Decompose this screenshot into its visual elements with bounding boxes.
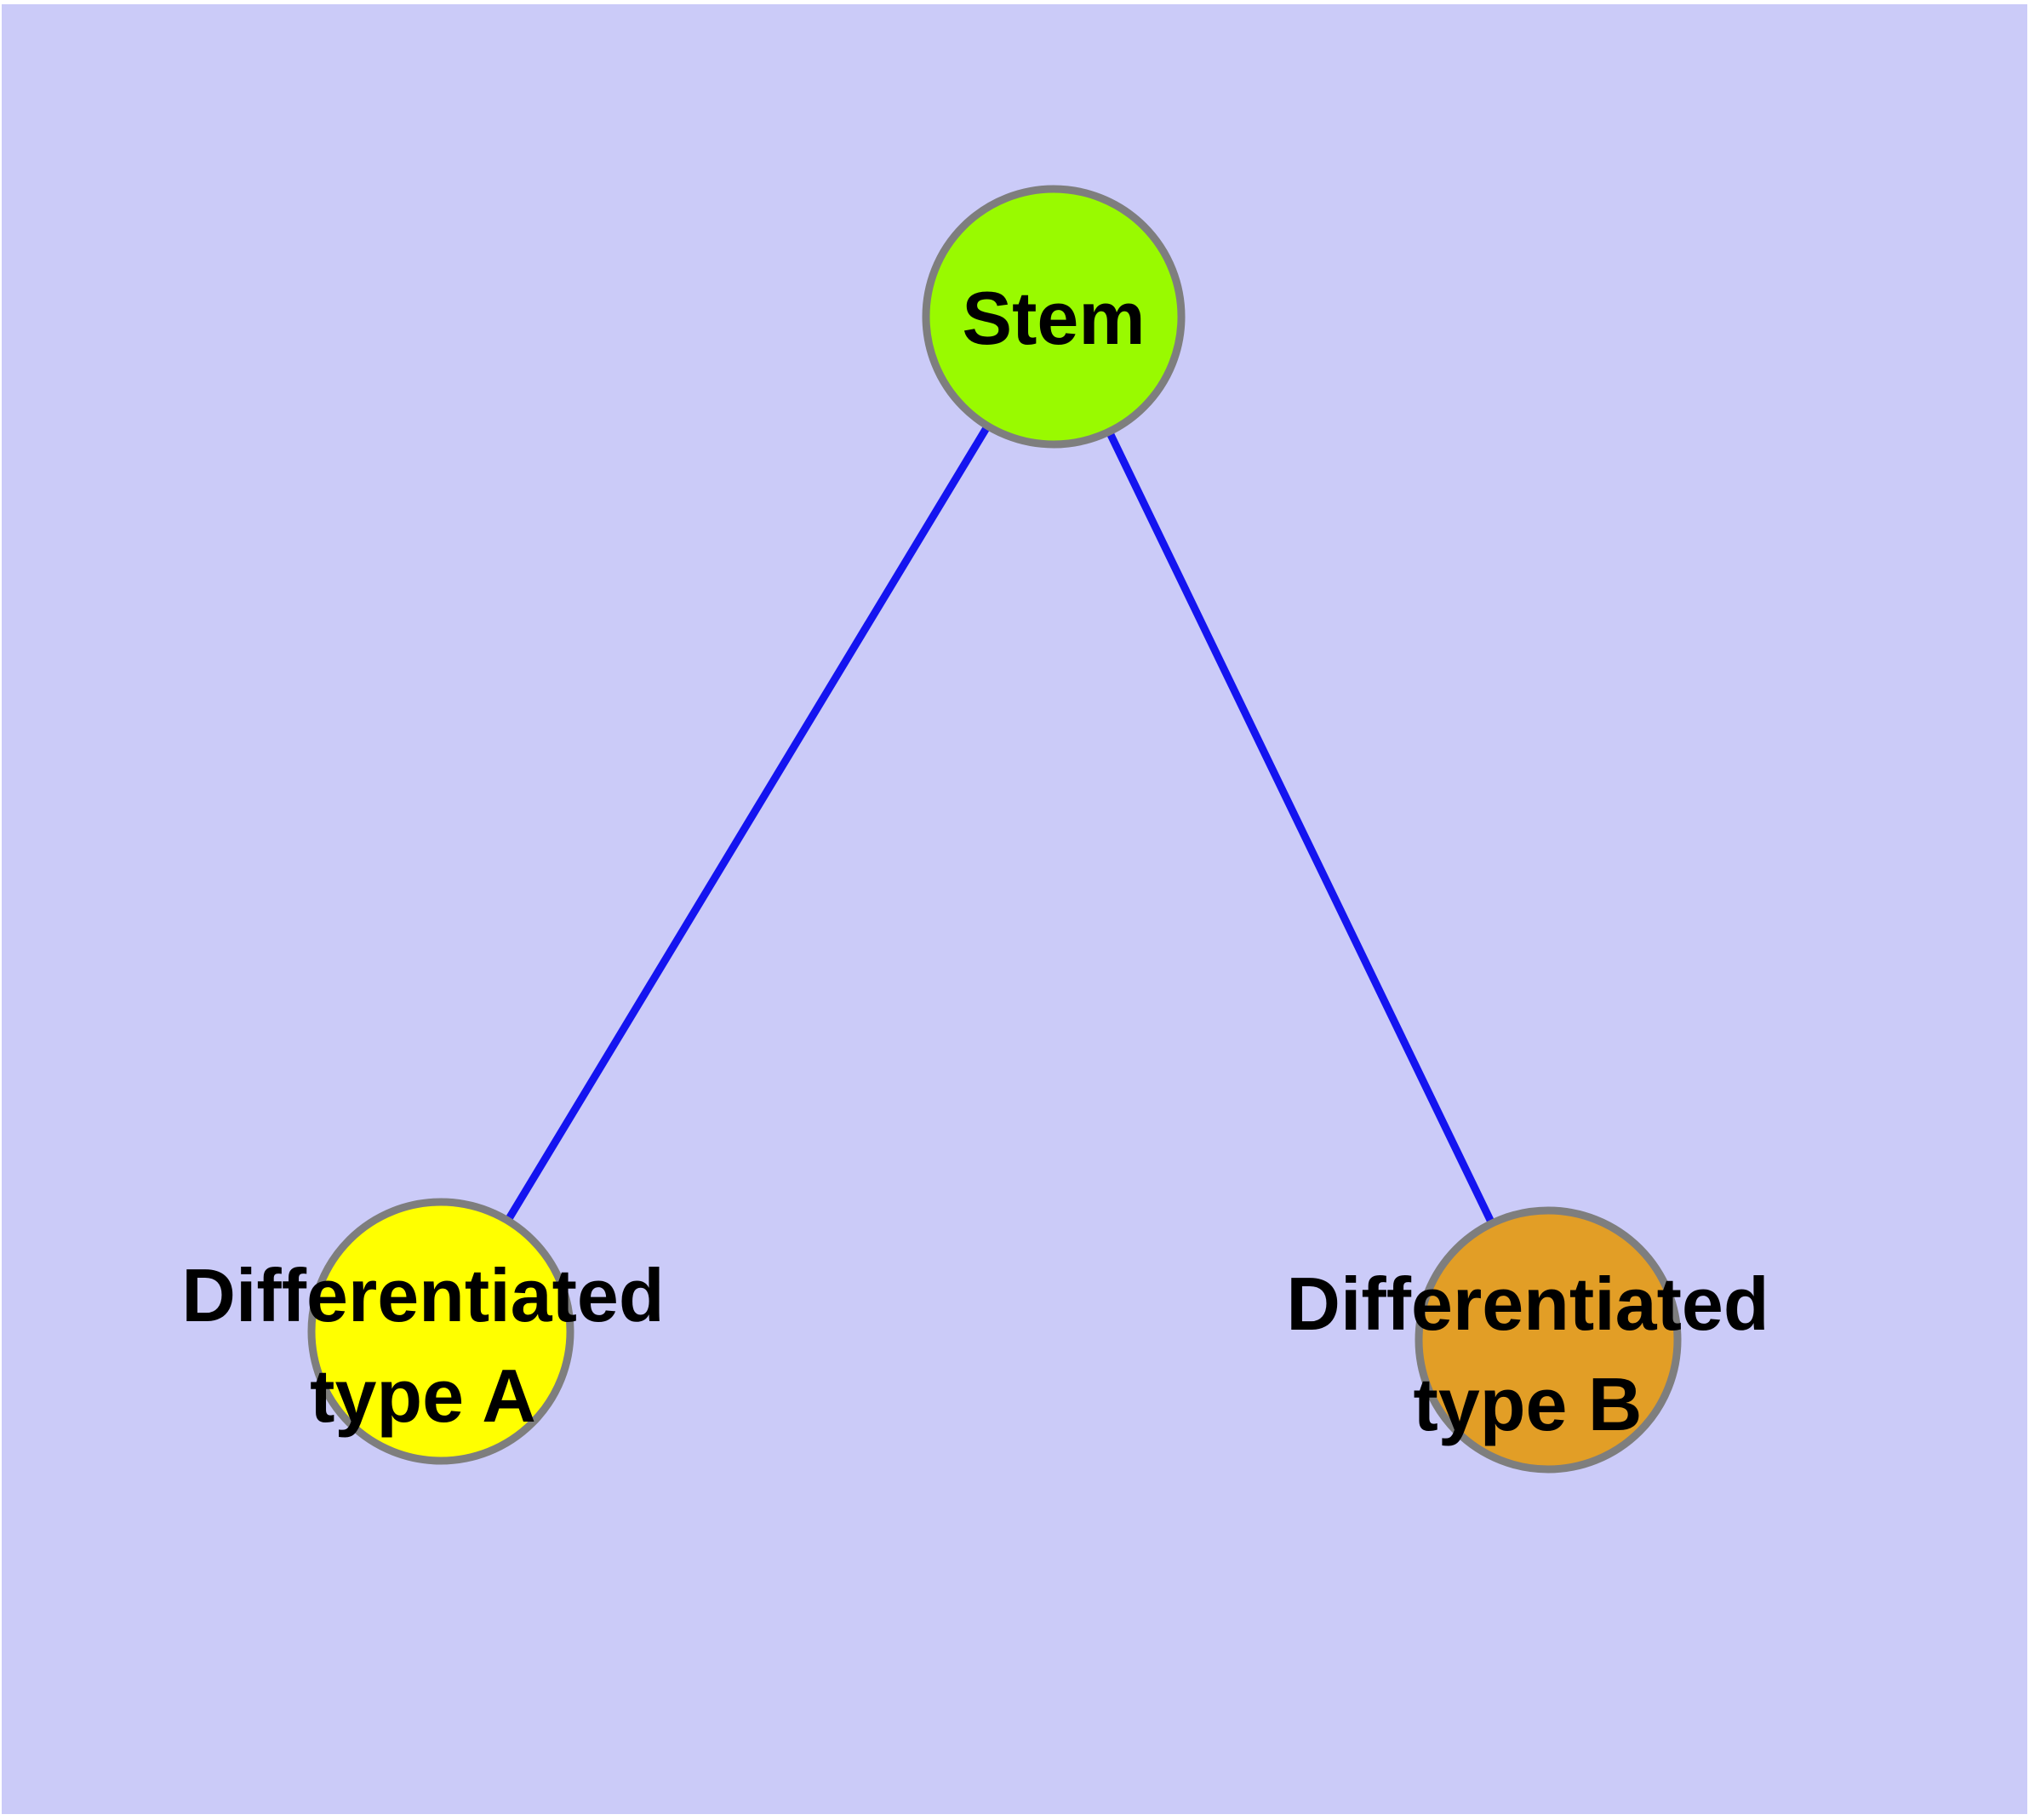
node-type-b-label-line2: type B [1414,1362,1643,1446]
node-stem-label: Stem [962,276,1145,360]
edge-stem-to-type-a [437,314,1057,1334]
edge-stem-to-type-b [1049,315,1552,1342]
node-differentiated-type-b [1415,1206,1682,1474]
node-differentiated-type-a [307,1198,574,1465]
node-type-a-label-line1: Differentiated [181,1253,664,1337]
node-stem [922,185,1186,449]
node-type-b-label-line1: Differentiated [1286,1262,1769,1346]
node-type-a-label-line2: type A [310,1354,536,1438]
